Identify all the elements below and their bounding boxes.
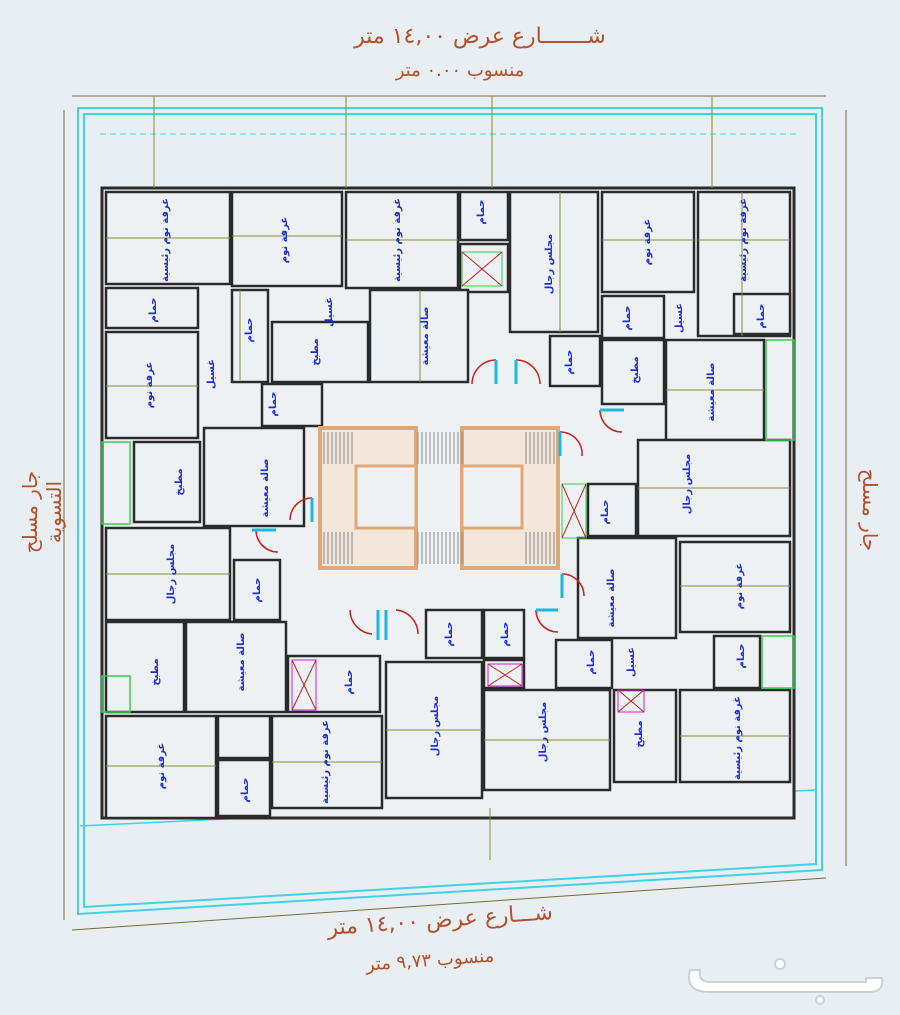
door-leaves (252, 360, 624, 640)
site-boundary (77, 107, 823, 916)
room-label-bedroom-5: غرفة نوم (156, 743, 167, 790)
room-label-men-majlis-2: مجلس رجال (682, 454, 693, 515)
room-label-living-4: صالة معيشة (606, 569, 617, 628)
outer-dimension-lines (63, 95, 847, 931)
room-label-bedroom-1: غرفة نوم (279, 217, 290, 264)
top-street-level: منسوب ٠.٠٠ متر (395, 60, 525, 81)
room-label-living-3: صالة معيشة (260, 459, 271, 518)
room-label-kitchen-3: مطبخ (174, 468, 185, 495)
room-label-laundry-2: غسيل (324, 297, 335, 327)
room-label-master-bedroom-3: غرفة نوم رئيسية (738, 198, 749, 282)
light-wells (101, 339, 795, 713)
watermark-logo (670, 952, 890, 1006)
room-label-kitchen-4: مطبخ (150, 658, 161, 685)
room-label-living-5: صالة معيشة (236, 633, 247, 692)
room-label-kitchen-5: مطبخ (634, 720, 645, 747)
room-label-bath-2: حمام (148, 298, 159, 323)
watermark-logo-shape (688, 958, 884, 1005)
room-label-bedroom-2: غرفة نوم (642, 219, 653, 266)
room-label-kitchen-2: مطبخ (630, 356, 641, 383)
room-label-men-majlis-5: مجلس رجال (538, 702, 549, 763)
stair-treads (323, 432, 555, 564)
room-label-bedroom-3: غرفة نوم (144, 362, 155, 409)
room-label-master-bedroom-5: غرفة نوم رئيسية (320, 720, 331, 804)
room-label-bath-1: حمام (476, 200, 487, 225)
room-label-bath-12: حمام (500, 622, 511, 647)
room-label-men-majlis-1: مجلس رجال (544, 234, 555, 295)
room-label-men-majlis-3: مجلس رجال (166, 544, 177, 605)
room-label-bath-5: حمام (622, 306, 633, 331)
room-label-living-2: صالة معيشة (706, 363, 717, 422)
room-label-laundry-4: غسيل (626, 647, 637, 677)
room-label-bath-8: حمام (600, 500, 611, 525)
room-label-bath-6: حمام (756, 304, 767, 329)
room-label-master-bedroom-2: غرفة نوم رئيسية (392, 198, 403, 282)
door-swings (255, 359, 623, 635)
right-neighbor-label: جار مسلح (858, 468, 882, 552)
room-label-bath-9: حمام (252, 578, 263, 603)
room-label-bath-13: حمام (586, 650, 597, 675)
room-label-bath-3: حمام (244, 318, 255, 343)
room-label-men-majlis-4: مجلس رجال (430, 696, 441, 757)
room-label-laundry-1: غسيل (206, 359, 217, 389)
interior-dimension-lines (106, 96, 790, 860)
room-label-bath-11: حمام (444, 622, 455, 647)
room-label-bath-10: حمام (344, 670, 355, 695)
shafts (291, 251, 645, 713)
room-label-bath-15: حمام (240, 778, 251, 803)
room-label-laundry-3: غسيل (674, 303, 685, 333)
room-label-bath-7: حمام (564, 350, 575, 375)
room-label-bedroom-4: غرفة نوم (734, 563, 745, 610)
room-label-master-bedroom-4: غرفة نوم رئيسية (732, 696, 743, 780)
room-label-bath-4: حمام (268, 392, 279, 417)
room-label-living-1: صالة معيشة (420, 307, 431, 366)
room-label-master-bedroom-1: غرفة نوم رئيسية (160, 198, 171, 282)
room-label-kitchen-1: مطبخ (310, 338, 321, 365)
room-label-bath-14: حمام (736, 644, 747, 669)
left-neighbor-label: جار مسلح التسوية (18, 470, 66, 554)
top-street-label: شـــــــارع عرض ١٤,٠٠ متر (354, 24, 606, 49)
